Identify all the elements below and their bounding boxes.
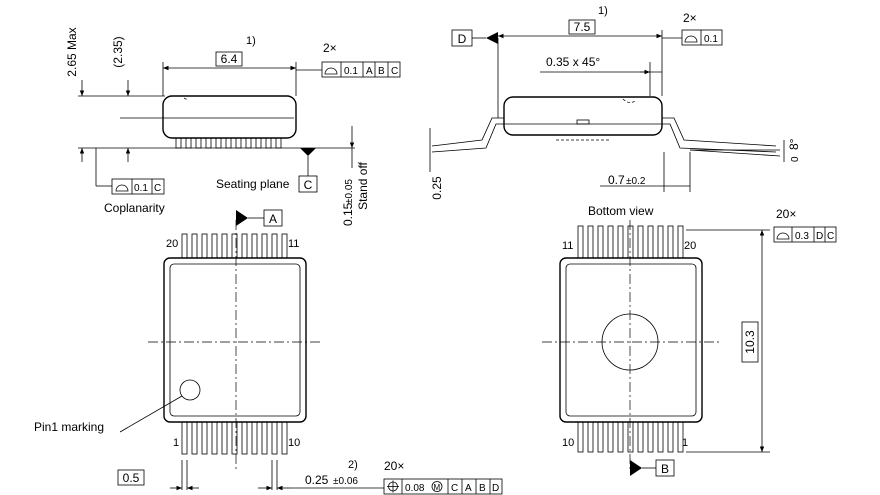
body-width-label: 6.4	[221, 52, 238, 66]
flatness-ref-b: B	[378, 66, 385, 77]
flatness-multiplier-right: 2×	[683, 11, 697, 25]
note-1-right: 1)	[598, 5, 608, 17]
seating-plane-label: Seating plane	[216, 177, 290, 191]
pin-number-11: 11	[288, 238, 299, 250]
position-value: 0.08	[405, 483, 425, 494]
bv-pin-number-10: 10	[562, 437, 574, 449]
foot-length-value: 0.7	[608, 173, 625, 187]
standoff-tolerance: ±0.05	[344, 179, 355, 204]
datum-b-letter: B	[661, 462, 669, 476]
pin-number-20: 20	[166, 238, 178, 250]
datum-a-box	[263, 209, 283, 227]
lead-width-value: 0.25	[305, 473, 329, 487]
bottom-tolerance-value: 0.3	[795, 231, 809, 242]
note-1-left: 1)	[246, 35, 256, 47]
datum-c-letter: C	[304, 178, 313, 192]
overall-width-label: 10.3	[743, 330, 757, 354]
chamfer-label: 0.35 x 45°	[546, 55, 600, 69]
side-view-front	[78, 62, 355, 187]
flatness-frame-right	[681, 29, 723, 46]
position-frame	[383, 478, 503, 495]
position-ref-c: C	[451, 483, 458, 494]
position-ref-d: D	[492, 483, 499, 494]
pitch-label: 0.5	[123, 471, 140, 485]
note-2: 2)	[348, 459, 358, 471]
height-ref-label: (2.35)	[111, 36, 125, 67]
bottom-tolerance-ref-c: C	[827, 231, 834, 242]
bottom-tolerance-ref-d: D	[816, 231, 823, 242]
coplanarity-frame	[111, 178, 165, 195]
lead-thickness-label: 0.25	[430, 176, 444, 200]
lead-width-tolerance: ±0.06	[333, 476, 358, 487]
pitch-frame	[117, 469, 145, 486]
flatness-value-right: 0.1	[704, 34, 718, 45]
height-max-label: 2.65 Max	[65, 27, 79, 76]
pin-number-10: 10	[288, 437, 300, 449]
position-ref-a: A	[465, 483, 472, 494]
pin-number-1: 1	[173, 437, 179, 449]
bottom-view-title: Bottom view	[588, 204, 654, 218]
side-view-body	[162, 95, 297, 139]
foot-length-tolerance: ±0.2	[626, 176, 646, 187]
bv-pin-number-1: 1	[682, 437, 688, 449]
flatness-multiplier-left: 2×	[323, 41, 337, 55]
body-length-label: 7.5	[574, 20, 591, 34]
bottom-view	[542, 220, 770, 476]
flatness-ref-c: C	[391, 66, 398, 77]
datum-d-letter: D	[458, 32, 467, 46]
bv-pin-number-11: 11	[562, 240, 573, 252]
lead-angle-min: 0	[790, 156, 801, 162]
standoff-value: 0.15	[341, 202, 355, 226]
lead-angle: 0 8°	[787, 138, 801, 162]
datum-c-box	[298, 175, 318, 193]
pin1-marker-dot	[179, 379, 201, 401]
coplanarity-label: Coplanarity	[104, 201, 165, 215]
datum-d-box	[451, 29, 473, 47]
side-view-end	[429, 30, 785, 192]
top-view-body	[163, 257, 307, 423]
position-modifier: M	[434, 483, 441, 492]
flatness-value-left: 0.1	[344, 66, 358, 77]
body-width-frame	[215, 51, 243, 67]
bottom-tolerance-multiplier: 20×	[776, 207, 796, 221]
standoff-dimension: 0.15 ±0.05	[341, 179, 355, 226]
pin1-marking-label: Pin1 marking	[34, 420, 104, 434]
overall-width-frame	[741, 321, 759, 363]
datum-b-box	[655, 459, 675, 477]
standoff-label: Stand off	[356, 161, 370, 209]
coplanarity-ref: C	[154, 183, 161, 194]
body-length-frame	[568, 19, 596, 35]
bottom-view-body	[559, 257, 703, 423]
bottom-tolerance-frame	[773, 226, 837, 243]
position-multiplier: 20×	[384, 459, 404, 473]
lead-angle-max: 8°	[787, 138, 801, 150]
coplanarity-value: 0.1	[134, 183, 148, 194]
flatness-ref-a: A	[366, 66, 373, 77]
bv-pin-number-20: 20	[684, 240, 696, 252]
top-view	[119, 210, 384, 491]
flatness-frame-left	[321, 61, 401, 78]
position-ref-b: B	[479, 483, 486, 494]
datum-a-letter: A	[269, 212, 277, 226]
